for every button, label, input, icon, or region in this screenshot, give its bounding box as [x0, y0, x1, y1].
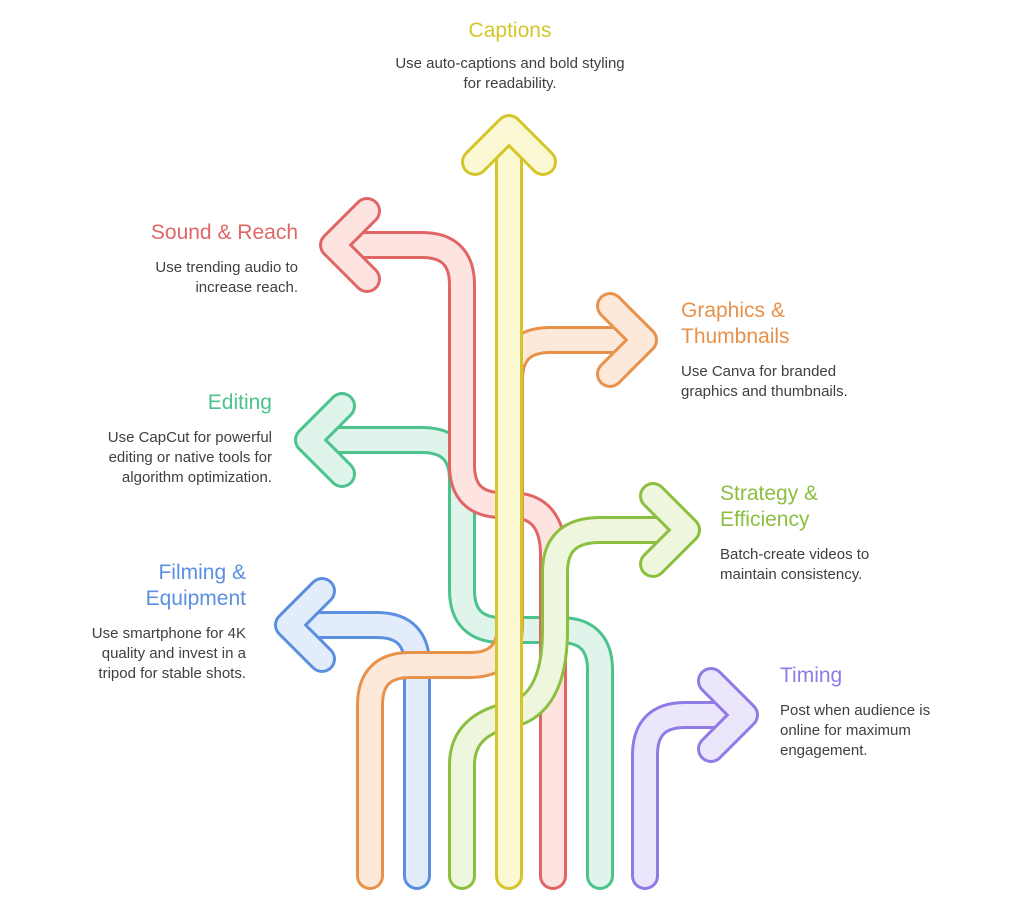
strategy-efficiency-label: Strategy & Efficiency Batch-create video… — [720, 481, 920, 585]
strategy-efficiency-arrow — [448, 482, 701, 890]
captions-arrow — [461, 114, 557, 890]
editing-label: Editing Use CapCut for powerful editing … — [60, 390, 272, 488]
timing-label: Timing Post when audience is online for … — [780, 663, 960, 761]
timing-title: Timing — [780, 664, 843, 687]
filming-equipment-arrow — [274, 577, 431, 890]
sound-reach-description: Use trending audio to increase reach. — [155, 259, 298, 296]
graphics-thumbnails-description: Use Canva for branded graphics and thumb… — [681, 363, 848, 400]
editing-title: Editing — [207, 391, 272, 414]
sound-reach-label: Sound & Reach Use trending audio to incr… — [100, 220, 298, 298]
filming-equipment-title: Filming & Equipment — [145, 561, 246, 610]
filming-equipment-description: Use smartphone for 4K quality and invest… — [91, 625, 246, 682]
captions-description: Use auto-captions and bold styling for r… — [395, 55, 625, 92]
strategy-efficiency-description: Batch-create videos to maintain consiste… — [720, 546, 870, 583]
graphics-thumbnails-label: Graphics & Thumbnails Use Canva for bran… — [681, 298, 881, 402]
timing-description: Post when audience is online for maximum… — [780, 702, 931, 759]
captions-label: Captions Use auto-captions and bold styl… — [380, 18, 640, 94]
editing-description: Use CapCut for powerful editing or nativ… — [107, 429, 272, 486]
filming-equipment-label: Filming & Equipment Use smartphone for 4… — [70, 560, 246, 684]
timing-arrow — [631, 667, 759, 890]
strategy-efficiency-title: Strategy & Efficiency — [720, 482, 819, 531]
captions-title: Captions — [468, 19, 552, 42]
sound-reach-arrow — [319, 197, 567, 890]
graphics-thumbnails-title: Graphics & Thumbnails — [681, 299, 790, 348]
sound-reach-title: Sound & Reach — [150, 221, 298, 244]
